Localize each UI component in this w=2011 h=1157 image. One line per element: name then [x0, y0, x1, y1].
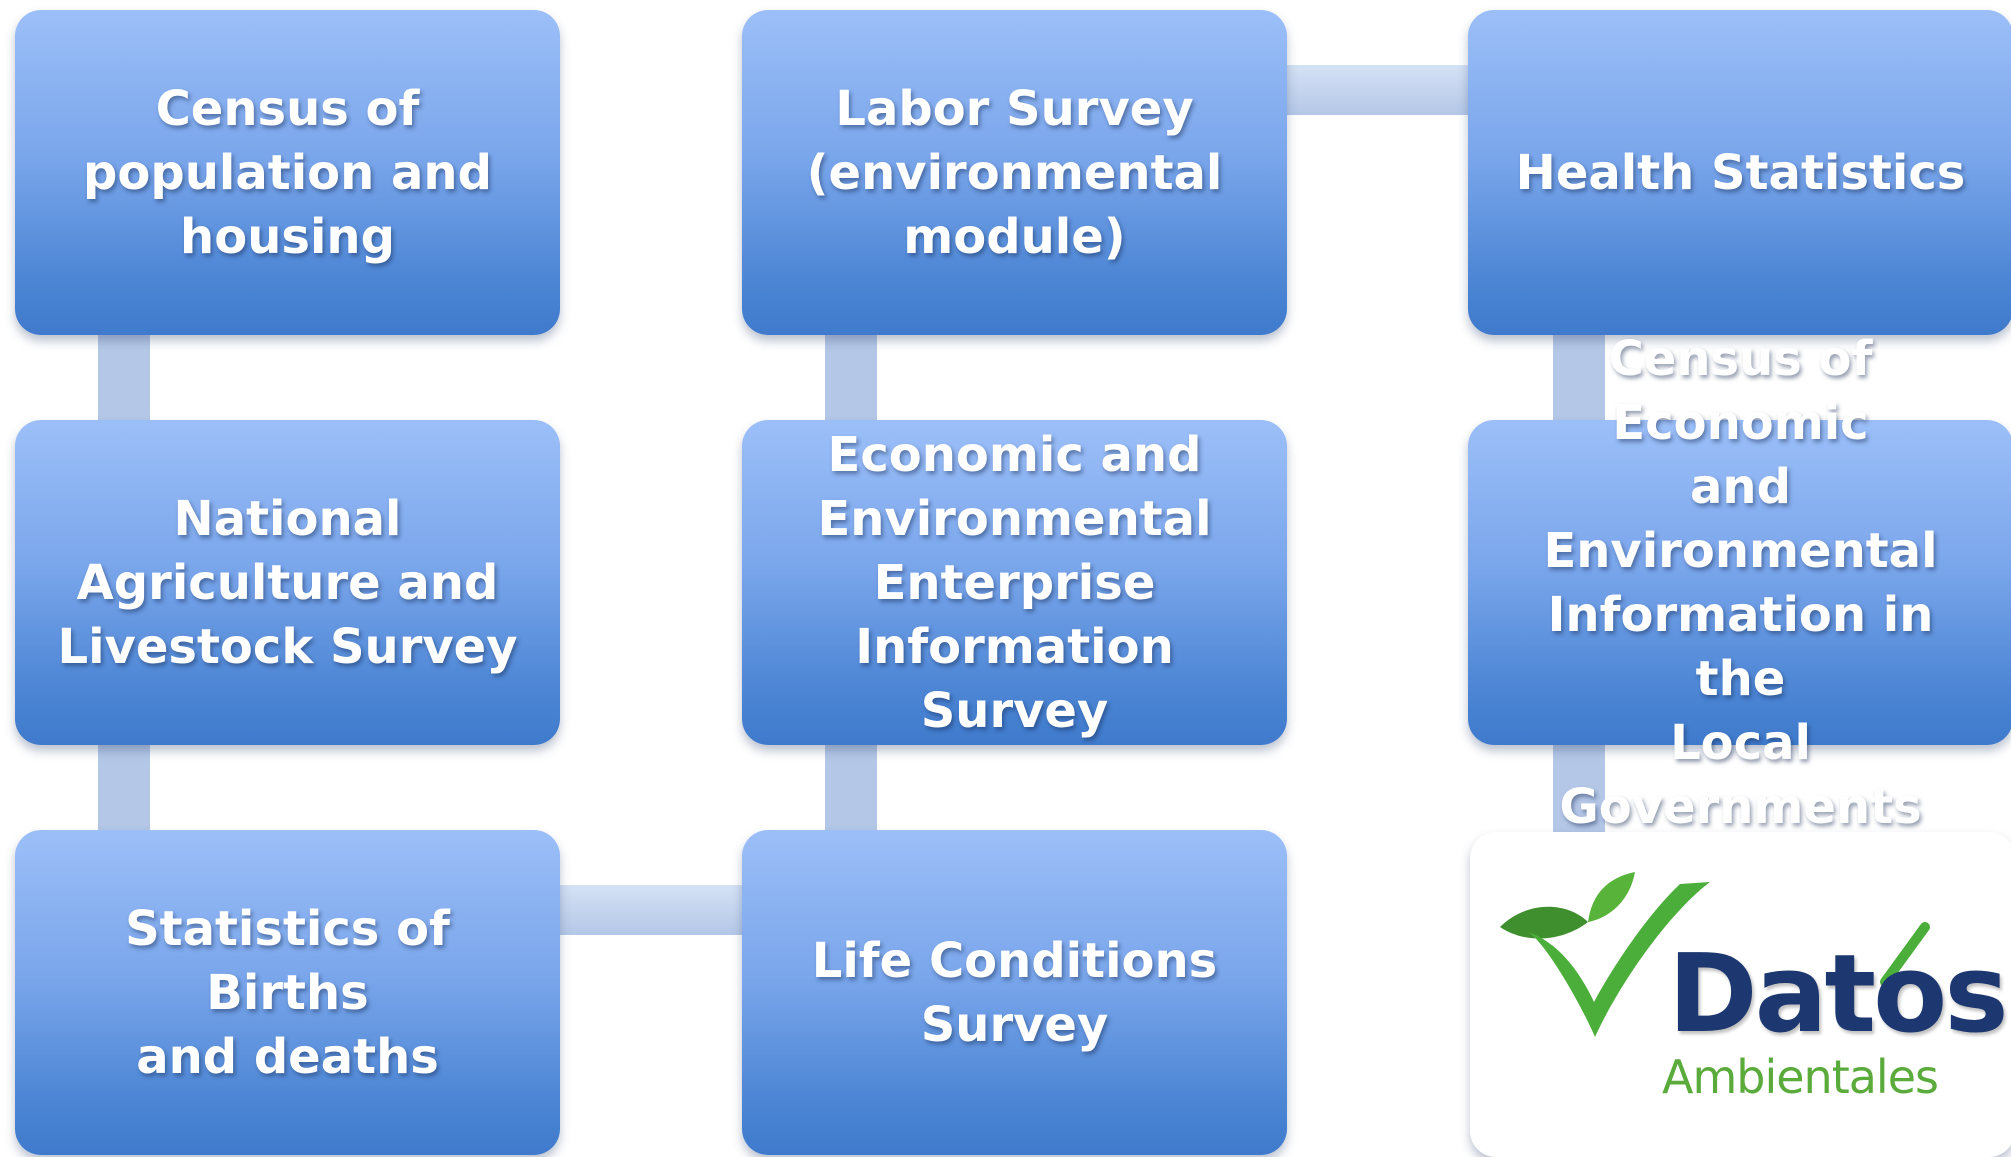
connector-col1-b — [98, 745, 150, 835]
node-label: Statistics of Births and deaths — [125, 900, 450, 1085]
connector-col3-a — [1553, 335, 1605, 425]
logo-subtitle: Ambientales — [1662, 1050, 1939, 1104]
node-label: Census of Economic and Environmental Inf… — [1543, 330, 1938, 835]
node-births-deaths: Statistics of Births and deaths — [15, 830, 560, 1155]
node-label: Labor Survey (environmental module) — [806, 80, 1223, 265]
connector-col1-a — [98, 335, 150, 425]
connector-row3 — [555, 885, 750, 935]
node-census-population: Census of population and housing — [15, 10, 560, 335]
checkmark-leaf-icon — [1500, 872, 1930, 1037]
node-label: Life Conditions Survey — [811, 932, 1218, 1053]
logo-word: Datos — [1668, 932, 2009, 1057]
connector-col3-b — [1553, 745, 1605, 835]
node-health-statistics: Health Statistics — [1468, 10, 2011, 335]
node-label: National Agriculture and Livestock Surve… — [57, 490, 518, 675]
connector-row1 — [1280, 65, 1475, 115]
vdatos-logo: Datos Ambientales — [1470, 832, 2011, 1157]
node-life-conditions: Life Conditions Survey — [742, 830, 1287, 1155]
node-census-economic: Census of Economic and Environmental Inf… — [1468, 331, 2011, 835]
node-label: Economic and Environmental Enterprise In… — [817, 426, 1212, 739]
node-labor-survey: Labor Survey (environmental module) — [742, 10, 1287, 335]
connector-col2-a — [825, 335, 877, 425]
node-economic-environmental: Economic and Environmental Enterprise In… — [742, 420, 1287, 745]
connector-col2-b — [825, 745, 877, 835]
node-label: Census of population and housing — [83, 80, 492, 265]
node-national-agriculture: National Agriculture and Livestock Surve… — [15, 420, 560, 745]
node-label: Health Statistics — [1515, 144, 1966, 201]
